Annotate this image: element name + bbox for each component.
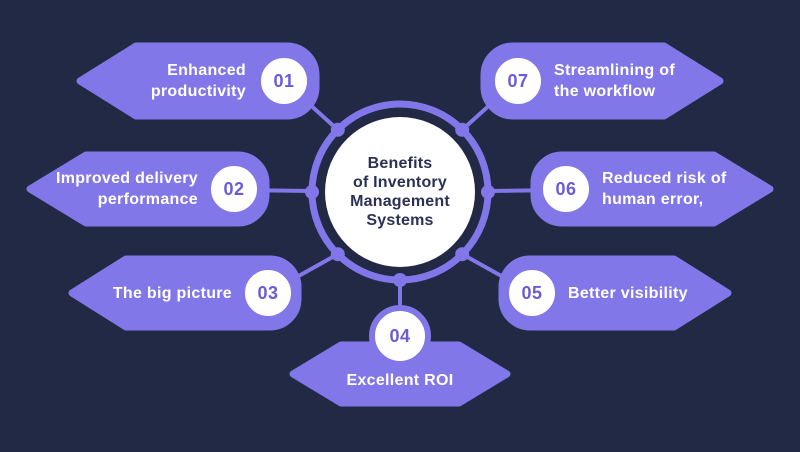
banner-shape-03 [68,255,302,331]
ring-dot-03 [330,247,345,262]
benefit-number-01: 01 [256,53,312,109]
benefit-number-06: 06 [538,161,594,217]
ring-dot-04 [393,273,407,287]
benefit-label-03: The big picture [112,284,232,302]
center-title: Benefits of Inventory Management Systems [350,155,450,229]
benefit-number-02: 02 [206,161,262,217]
benefit-label-06: Reduced risk of human error, [602,170,727,208]
ring-dot-01 [330,122,345,137]
benefit-label-07: Streamlining of the workflow [554,62,675,100]
ring-dot-07 [455,122,470,137]
banner-shape-06 [530,151,774,227]
banner-shape-07 [480,42,724,120]
benefit-number-04: 04 [369,305,431,367]
banner-shape-05 [498,255,732,331]
center-hub-circle [325,117,475,267]
benefit-label-02: Improved delivery performance [55,170,198,208]
ring-dot-02 [305,185,319,199]
benefit-label-05: Better visibility [568,284,688,302]
banner-shape-02 [26,151,270,227]
benefit-number-07: 07 [490,53,546,109]
benefit-label-04: Excellent ROI [346,371,454,389]
banner-shape-04 [289,341,511,407]
benefit-label-01: Enhanced productivity [150,62,246,100]
ring-dot-06 [481,185,495,199]
banner-shape-01 [76,42,320,120]
ring-node-dots [305,122,495,287]
benefit-number-03: 03 [240,265,296,321]
ring-dot-05 [455,247,470,262]
benefit-number-05: 05 [504,265,560,321]
